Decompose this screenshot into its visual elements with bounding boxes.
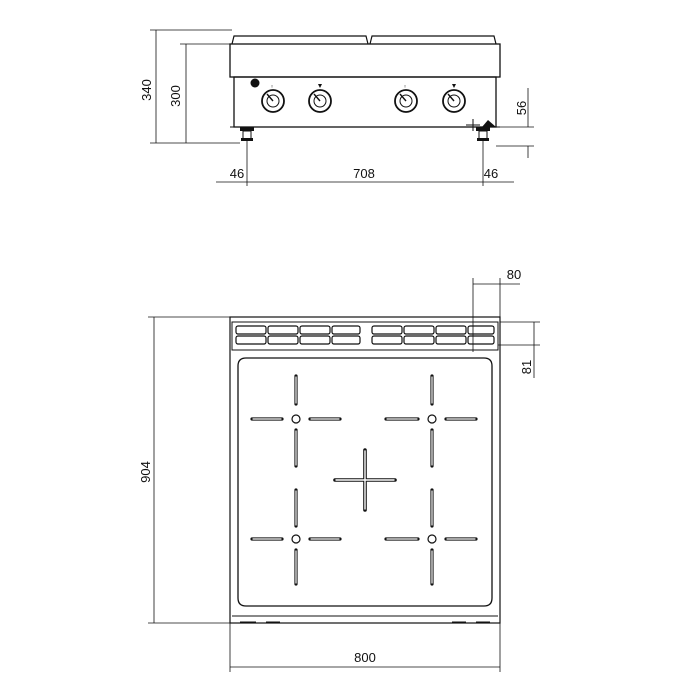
dim-width-top: 800	[229, 623, 501, 672]
dim-340-label: 340	[139, 79, 154, 101]
knob-1: ◦	[261, 83, 285, 113]
zone-center-top-left	[291, 414, 301, 424]
side-bolt	[466, 119, 496, 131]
top-view: 904 800 80 81	[138, 267, 540, 672]
top-outline	[229, 316, 501, 624]
vent-area	[231, 321, 499, 351]
svg-text:◦: ◦	[403, 83, 407, 91]
zone-center-bottom-left	[291, 534, 301, 544]
front-view: ◦ ◦	[139, 29, 534, 186]
zone-marker-bottom-right-inner	[386, 490, 476, 584]
dim-46-left-label: 46	[230, 166, 244, 181]
dim-height-total: 340	[139, 29, 240, 144]
dim-81-label: 81	[519, 360, 534, 374]
vent-slots-right	[371, 325, 495, 345]
cooking-surface	[237, 357, 493, 607]
dim-800-label: 800	[354, 650, 376, 665]
body-upper	[229, 43, 501, 78]
svg-text:◦: ◦	[270, 83, 274, 91]
dim-46-right-label: 46	[484, 166, 498, 181]
knob-4	[442, 84, 466, 113]
center-cross-inner	[335, 450, 395, 510]
zone-marker-bottom-left-inner	[252, 490, 340, 584]
zone-center-top-right	[427, 414, 437, 424]
foot-left	[240, 127, 254, 141]
hob-plate-left	[231, 35, 369, 45]
dim-300-label: 300	[168, 85, 183, 107]
dim-80-label: 80	[507, 267, 521, 282]
hob-plate-right	[369, 35, 497, 45]
zone-marker-top-left-inner	[252, 376, 340, 466]
foot-right	[476, 127, 490, 141]
dim-knob-axis: 56	[496, 88, 534, 158]
dim-height-worktop: 300	[168, 43, 230, 143]
dim-56-label: 56	[514, 101, 529, 115]
dim-708-label: 708	[353, 166, 375, 181]
dim-vent-offset: 80	[472, 267, 521, 352]
indicator-light	[250, 78, 260, 88]
dim-vent-depth: 81	[498, 321, 540, 378]
dim-904-label: 904	[138, 461, 153, 483]
zone-center-bottom-right	[427, 534, 437, 544]
knob-3: ◦	[394, 83, 418, 113]
dim-width-front: 46 708 46	[216, 141, 514, 186]
dim-depth: 904	[138, 316, 230, 624]
zone-marker-top-right-inner	[386, 376, 476, 466]
vent-slots-left	[235, 325, 361, 345]
knob-2	[308, 84, 332, 113]
